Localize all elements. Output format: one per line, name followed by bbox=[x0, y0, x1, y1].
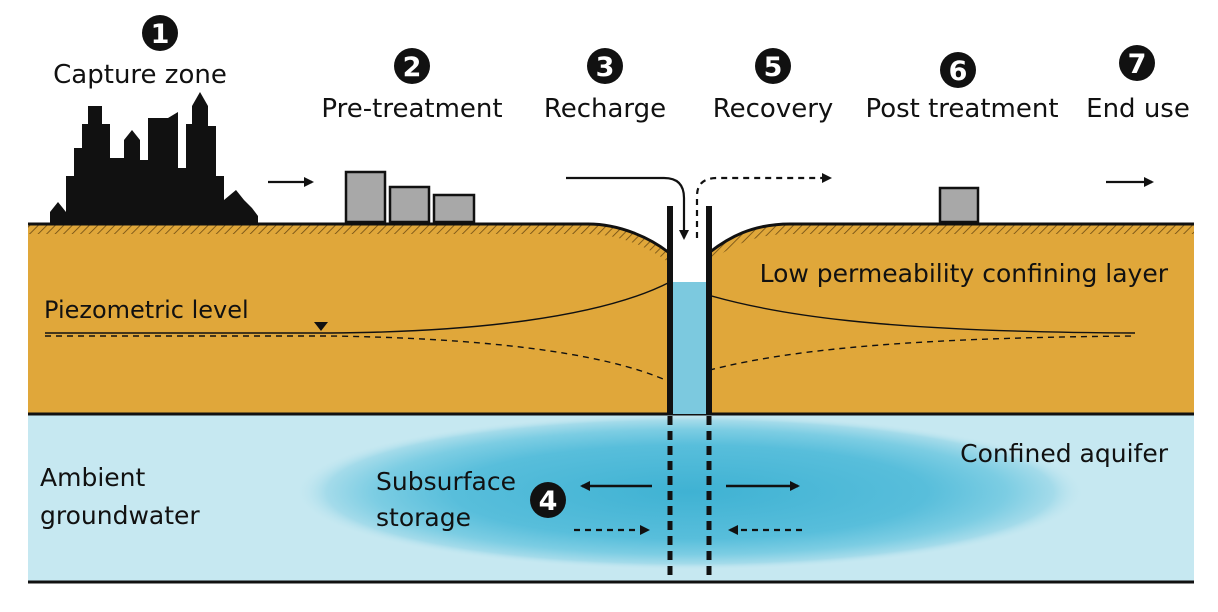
step-3-number: 3 bbox=[596, 52, 615, 83]
well-casing-right bbox=[706, 206, 712, 414]
step-3-badge: 3 bbox=[587, 48, 623, 84]
step-5-number: 5 bbox=[764, 52, 783, 83]
treatment-plant-icon bbox=[388, 185, 431, 224]
post-treatment-label: Post treatment bbox=[865, 94, 1058, 124]
step-6-badge: 6 bbox=[940, 52, 976, 88]
recharge-arrow bbox=[566, 176, 689, 240]
well-casing-left bbox=[667, 206, 673, 414]
recovery-arrow bbox=[695, 173, 832, 238]
confining-layer bbox=[28, 224, 1194, 414]
recharge-label: Recharge bbox=[544, 94, 666, 124]
treatment-plant-icon bbox=[432, 193, 476, 224]
step-4-number: 4 bbox=[539, 486, 558, 517]
piezometric-level-label: Piezometric level bbox=[44, 296, 249, 324]
well-water-column bbox=[672, 282, 708, 414]
ground-hatch bbox=[28, 224, 1194, 262]
treatment-plant-icon bbox=[344, 170, 387, 224]
step-2-number: 2 bbox=[403, 52, 422, 83]
confining-layer-label: Low permeability confining layer bbox=[760, 259, 1169, 288]
step-6-number: 6 bbox=[949, 56, 968, 87]
storage-label-line2: storage bbox=[376, 503, 471, 532]
step-1-number: 1 bbox=[151, 19, 170, 50]
pre-treatment-label: Pre-treatment bbox=[321, 94, 502, 124]
treatment-plant-icon bbox=[938, 186, 980, 224]
step-1-badge: 1 bbox=[142, 15, 178, 51]
inverted-triangle-icon bbox=[314, 322, 328, 331]
step-5-badge: 5 bbox=[755, 48, 791, 84]
confined-aquifer-label: Confined aquifer bbox=[960, 439, 1169, 468]
step-2-badge: 2 bbox=[394, 48, 430, 84]
ambient-label-line1: Ambient bbox=[40, 463, 145, 492]
step-7-number: 7 bbox=[1128, 49, 1147, 80]
post-treatment-plant bbox=[938, 186, 980, 224]
ambient-label-line2: groundwater bbox=[40, 501, 200, 530]
ground-surface bbox=[28, 222, 1194, 254]
pre-treatment-plant bbox=[344, 170, 476, 224]
storage-label-line1: Subsurface bbox=[376, 467, 516, 496]
step-4-badge: 4 bbox=[530, 482, 566, 518]
subsurface-storage-plume bbox=[295, 414, 1085, 570]
step-7-badge: 7 bbox=[1119, 45, 1155, 81]
end-use-label: End use bbox=[1086, 94, 1190, 124]
city-skyline-icon bbox=[50, 92, 258, 224]
capture-zone-label: Capture zone bbox=[53, 60, 227, 90]
recovery-label: Recovery bbox=[713, 94, 834, 124]
